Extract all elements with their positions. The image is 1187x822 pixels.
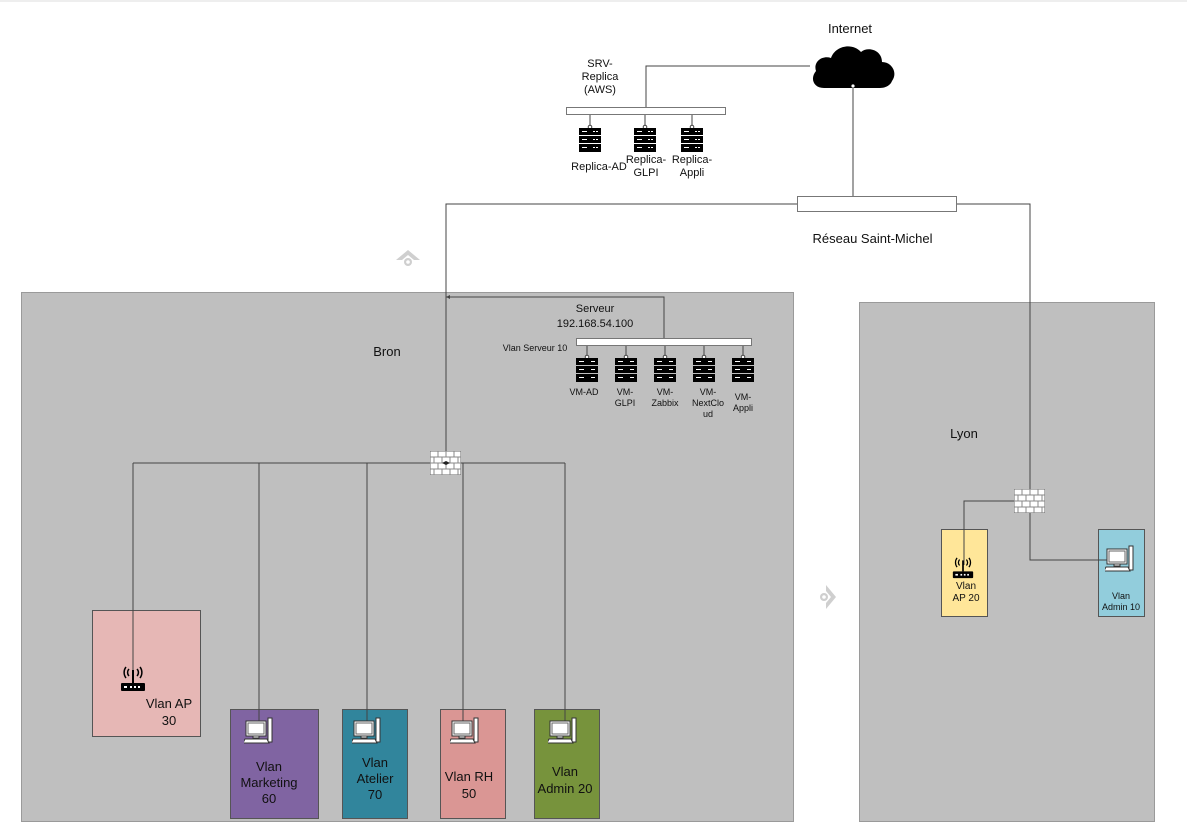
server-icon	[579, 115, 601, 152]
arrow-head-server	[446, 295, 450, 299]
server-icon	[681, 115, 703, 152]
vlan-serveur-label: Vlan Serveur 10	[502, 343, 568, 353]
server-group-link	[446, 296, 665, 338]
replica-glpi-label: Replica- GLPI	[625, 154, 667, 179]
workstation-icon	[548, 717, 577, 744]
aws-title-line-1: SRV-	[587, 58, 613, 70]
vlan-admin-10-box[interactable]	[1098, 529, 1145, 617]
server-icon	[732, 346, 754, 382]
bron-label: Bron	[373, 344, 401, 359]
workstation-icon	[1105, 545, 1134, 572]
vlan-marketing-60-box[interactable]	[230, 709, 319, 819]
vlan-ap-20-label: Vlan AP 20	[952, 581, 980, 604]
workstation-icon	[352, 717, 381, 744]
server-group-title: Serveur	[575, 303, 615, 315]
vlan-rh-50-label: Vlan RH 50	[444, 769, 494, 801]
cloud-icon	[812, 46, 895, 88]
replica-appli-label: Replica- Appli	[671, 154, 713, 179]
server-icon	[693, 346, 715, 382]
aws-title-line-3: (AWS)	[584, 84, 616, 96]
network-lyon-link	[956, 203, 1031, 490]
vlan-ap-30-label: Vlan AP 30	[145, 696, 193, 728]
server-icon	[654, 346, 676, 382]
server-icon	[615, 346, 637, 382]
top-border	[0, 0, 1187, 2]
server-icon	[576, 346, 598, 382]
vm-nextcloud-label: VM- NextClo ud	[691, 387, 724, 419]
vlan-ap-30-box[interactable]	[92, 610, 201, 737]
server-icon	[634, 115, 656, 152]
lyon-label: Lyon	[950, 426, 978, 441]
vlan-admin-10-label: Vlan Admin 10	[1101, 591, 1141, 612]
vm-ad-label: VM-AD	[569, 387, 599, 397]
firewall-icon[interactable]	[1014, 489, 1045, 513]
aws-bar[interactable]	[566, 107, 726, 115]
link-vlan-admin-10	[1029, 510, 1112, 561]
vlan-admin-20-label: Vlan Admin 20	[537, 764, 593, 796]
vlan-atelier-70-label: Vlan Atelier 70	[356, 755, 394, 802]
vm-appli-label: VM- Appli	[732, 392, 753, 413]
vlan-rh-50-box[interactable]	[440, 709, 506, 819]
network-bron-link	[445, 203, 797, 455]
vm-zabbix-label: VM- Zabbix	[651, 387, 679, 408]
aws-title-line-2: Replica	[581, 71, 619, 83]
aws-internet-link	[645, 65, 810, 111]
server-bar[interactable]	[576, 338, 752, 346]
vlan-marketing-60-label: Vlan Marketing 60	[240, 759, 298, 806]
connection-point-icon	[820, 585, 836, 609]
wireless-access-point-icon	[121, 666, 145, 691]
firewall-icon[interactable]	[430, 451, 461, 475]
network-bar[interactable]	[797, 196, 957, 212]
internet-label: Internet	[827, 21, 873, 36]
connection-point-icon	[396, 250, 420, 266]
wireless-access-point-icon	[952, 557, 974, 579]
server-group-ip: 192.168.54.100	[556, 318, 634, 330]
network-label: Réseau Saint-Michel	[812, 231, 933, 246]
workstation-icon	[244, 717, 273, 744]
workstation-icon	[450, 717, 479, 744]
vm-glpi-label: VM- GLPI	[614, 387, 636, 408]
replica-ad-label: Replica-AD	[571, 161, 627, 173]
link-vlan-ap-20	[963, 500, 1030, 565]
